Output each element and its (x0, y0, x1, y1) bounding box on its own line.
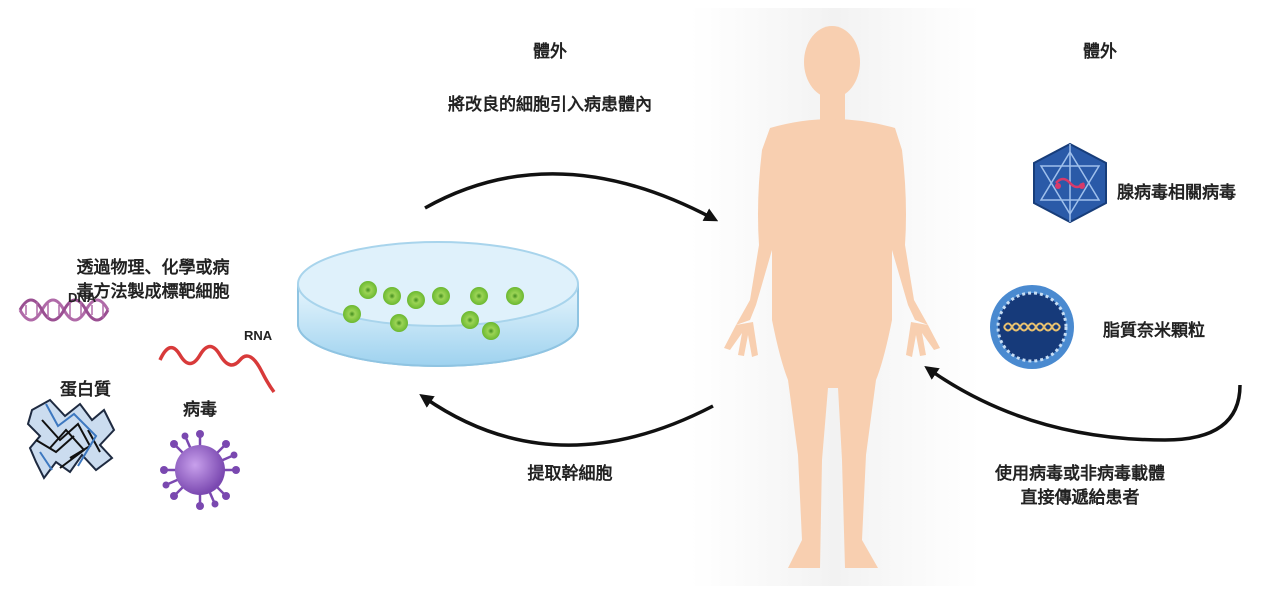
protein-label: 蛋白質 (60, 378, 111, 402)
arrow-dish-to-body (425, 174, 712, 218)
ex-vivo-heading-center: 體外 (500, 40, 600, 64)
ex-vivo-heading-right: 體外 (1060, 40, 1140, 64)
rna-label: RNA (244, 328, 272, 343)
virus-icon (160, 430, 240, 510)
dna-label: DNA (68, 290, 96, 305)
aav-icon (1034, 144, 1106, 222)
aav-label: 腺病毒相關病毒 (1117, 181, 1236, 205)
introduce-cells-caption: 將改良的細胞引入病患體內 (430, 93, 670, 117)
lipid-nanoparticle-icon (990, 285, 1074, 369)
direct-delivery-line-1: 使用病毒或非病毒載體 (955, 462, 1205, 486)
petri-dish-icon (298, 242, 578, 366)
arrow-body-to-dish (425, 398, 713, 445)
protein-icon (28, 400, 114, 478)
extract-stem-cells-label: 提取幹細胞 (500, 462, 640, 486)
rna-icon (160, 347, 274, 393)
lipid-nanoparticle-label: 脂質奈米顆粒 (1103, 319, 1205, 343)
direct-delivery-line-2: 直接傳遞給患者 (955, 486, 1205, 510)
direct-delivery-label: 使用病毒或非病毒載體 直接傳遞給患者 (955, 462, 1205, 510)
virus-label: 病毒 (183, 398, 217, 422)
target-cell-method-line-1: 透過物理、化學或病 (38, 256, 268, 280)
